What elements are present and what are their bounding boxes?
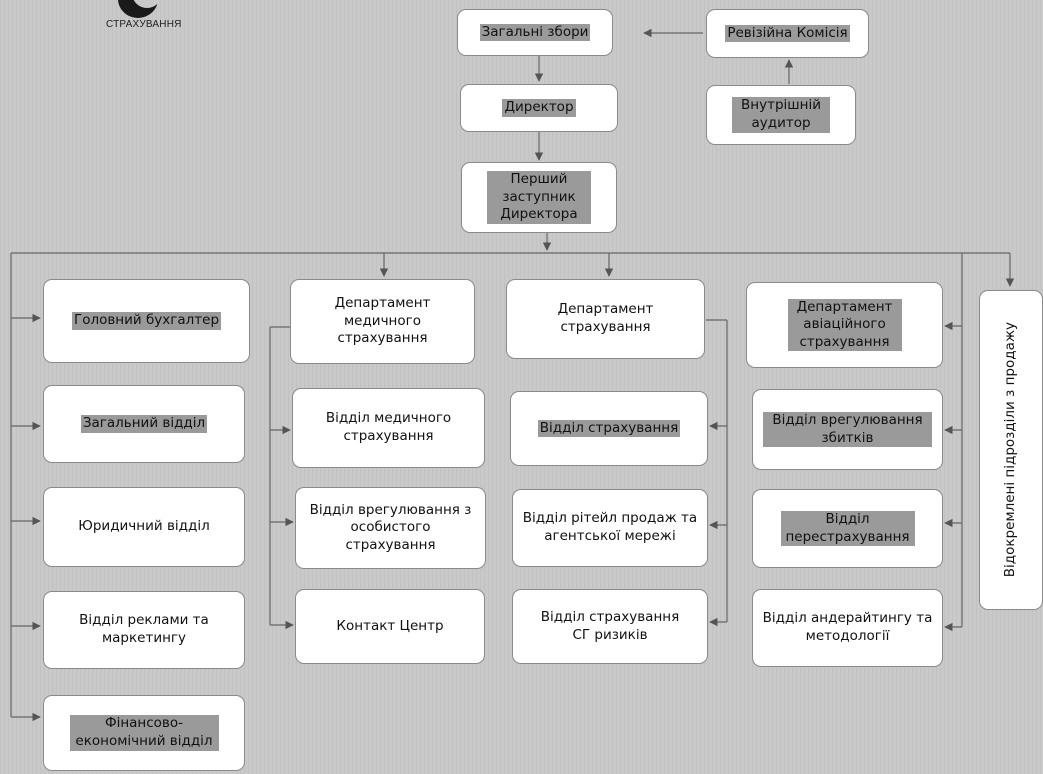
box-first-deputy: Перший заступник Директора bbox=[461, 162, 617, 233]
box-underwriting-division: Відділ андерайтингу та методології bbox=[752, 589, 943, 667]
box-medical-department: Департамент медичного страхування bbox=[290, 279, 475, 364]
box-aviation-department: Департамент авіаційного страхування bbox=[746, 282, 943, 368]
box-advertising-department: Відділ реклами та маркетингу bbox=[43, 591, 245, 669]
box-insurance-division: Відділ страхування bbox=[510, 391, 708, 466]
box-sg-risks-division: Відділ страхування СГ ризиків bbox=[512, 589, 708, 664]
box-reinsurance-division: Відділ перестрахування bbox=[752, 489, 943, 568]
logo-mark-icon bbox=[118, 0, 162, 18]
box-medical-insurance-division: Відділ медичного страхування bbox=[292, 388, 485, 468]
box-chief-accountant: Головний бухгалтер bbox=[43, 279, 250, 363]
box-general-department: Загальний відділ bbox=[43, 385, 245, 463]
box-general-meeting: Загальні збори bbox=[457, 9, 613, 56]
box-insurance-department: Департамент страхування bbox=[506, 279, 705, 359]
box-legal-department: Юридичний відділ bbox=[43, 487, 245, 567]
box-separate-sales-units: Відокремлені підрозділи з продажу bbox=[979, 290, 1043, 610]
box-claims-division: Відділ врегулювання збитків bbox=[752, 389, 943, 470]
logo-text: СТРАХУВАННЯ bbox=[106, 19, 182, 30]
box-retail-agency-division: Відділ рітейл продаж та агентської мереж… bbox=[512, 489, 708, 567]
box-director: Директор bbox=[460, 84, 618, 132]
box-contact-center: Контакт Центр bbox=[295, 589, 485, 664]
box-internal-auditor: Внутрішній аудитор bbox=[706, 85, 856, 145]
box-personal-claims-division: Відділ врегулювання з особистого страхув… bbox=[295, 487, 486, 569]
company-logo: СТРАХУВАННЯ bbox=[106, 0, 198, 34]
box-finance-department: Фінансово-економічний відділ bbox=[43, 695, 245, 771]
box-audit-commission: Ревізійна Комісія bbox=[706, 9, 869, 58]
